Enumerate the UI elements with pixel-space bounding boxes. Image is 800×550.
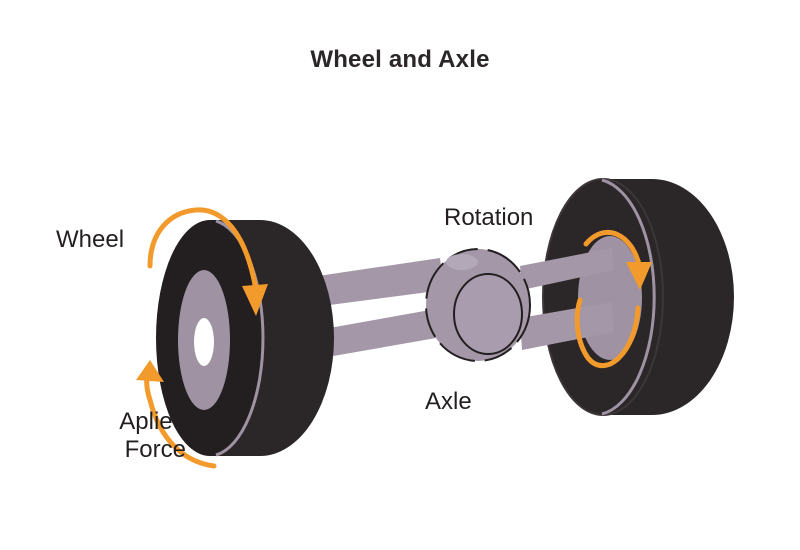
axle-rods bbox=[318, 248, 614, 358]
rotation-label: Rotation bbox=[444, 204, 534, 231]
axle-rod-right-bottom bbox=[520, 302, 614, 350]
wheel-rotation-arrow bbox=[147, 207, 268, 316]
left-hub-center bbox=[194, 318, 214, 366]
axle-rod-right-top bbox=[520, 248, 614, 290]
axle-housing-highlight bbox=[446, 254, 478, 270]
axle-center bbox=[425, 248, 531, 362]
axle-rod-bottom bbox=[318, 310, 436, 358]
axle-label: Axle bbox=[425, 388, 472, 415]
axle-hub-cap bbox=[453, 273, 523, 355]
applied-force-label-line1: Aplied bbox=[119, 408, 186, 435]
wheel-rotation-arrowhead bbox=[242, 284, 268, 316]
right-wheel bbox=[542, 178, 734, 416]
applied-force-label-line2: Force bbox=[124, 436, 186, 463]
wheel-label: Wheel bbox=[56, 226, 125, 253]
applied-force-arrowhead bbox=[136, 360, 164, 382]
axle-rotation-arrowhead bbox=[626, 262, 652, 290]
applied-force-arrow bbox=[136, 360, 217, 469]
axle-rod-top bbox=[318, 258, 444, 306]
applied-force-label: Aplied Force bbox=[56, 408, 186, 464]
diagram-title: Wheel and Axle bbox=[310, 46, 490, 73]
right-tire-rim-line bbox=[601, 178, 656, 416]
axle-rotation-arrow bbox=[574, 230, 652, 369]
left-wheel bbox=[156, 219, 334, 457]
